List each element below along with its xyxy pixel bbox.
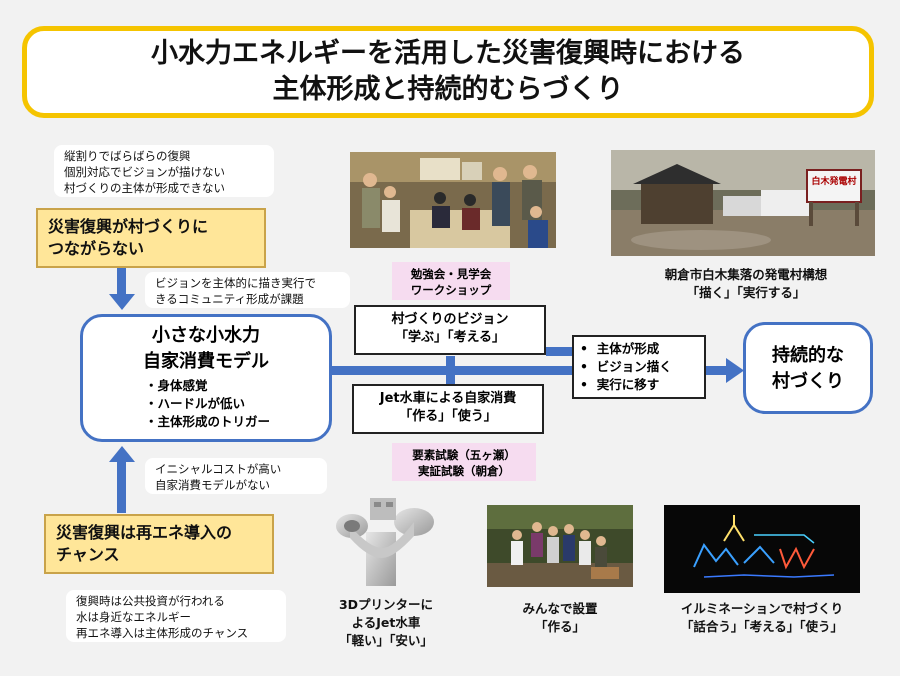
problem-note-line: 縦割りでばらばらの復興 [64, 149, 191, 163]
install-caption-line: 「作る」 [534, 619, 585, 634]
small-hydro-model-box: 小さな小水力 自家消費モデル ・身体感覚 ・ハードルが低い ・主体形成のトリガー [80, 314, 332, 442]
experiment-tag-line: 実証試験（朝倉） [418, 464, 510, 478]
workshop-photo-image [350, 152, 556, 248]
village-photo-image: 白木発電村 [611, 150, 875, 256]
jet-box-line: 「作る」「使う」 [399, 409, 497, 424]
workshop-tag-line: ワークショップ [410, 283, 492, 297]
installation-photo [487, 505, 633, 587]
vision-box-line: 「学ぶ」「考える」 [394, 330, 506, 345]
village-photo: 白木発電村 [611, 150, 875, 256]
install-caption-line: みんなで設置 [522, 601, 598, 616]
challenge-note-line: ビジョンを主体的に描き実行で [155, 276, 316, 290]
jet-turbine-3d-image [330, 492, 440, 588]
installation-photo-image [487, 505, 633, 587]
problem-note-line: 村づくりの主体が形成できない [64, 181, 225, 195]
illumination-caption-line: イルミネーションで村づくり [680, 601, 844, 616]
model-bullet: ・身体感覚 [145, 378, 208, 393]
chance-note: 復興時は公共投資が行われる 水は身近なエネルギー 再エネ導入は主体形成のチャンス [66, 590, 286, 642]
chance-note-line: 再エネ導入は主体形成のチャンス [76, 626, 249, 640]
goal-line: 持続的な [772, 345, 844, 366]
chance-note-line: 復興時は公共投資が行われる [76, 594, 225, 608]
illumination-photo-image [664, 505, 860, 593]
experiment-tag-line: 要素試験（五ヶ瀬） [412, 448, 516, 462]
illumination-photo [664, 505, 860, 593]
cost-note-line: イニシャルコストが高い [155, 462, 282, 476]
down-arrow-head [109, 294, 135, 310]
illumination-caption: イルミネーションで村づくり 「話合う」「考える」「使う」 [646, 600, 878, 636]
printer-caption-line: 3Dプリンターに [338, 597, 434, 612]
outcome-text: 主体が形成 [596, 341, 660, 356]
title-line-1: 小水力エネルギーを活用した災害復興時における [151, 38, 745, 69]
jet-turbine-shape [336, 498, 434, 586]
workshop-photo [350, 152, 556, 248]
workshop-tag-line: 勉強会・見学会 [410, 267, 492, 281]
village-caption: 朝倉市白木集落の発電村構想 「描く」「実行する」 [622, 266, 870, 302]
workshop-tag: 勉強会・見学会 ワークショップ [392, 262, 510, 300]
down-arrow-shaft [117, 268, 126, 296]
outcome-item: • 実行に移す [580, 377, 660, 392]
printer-caption: 3Dプリンターに よるJet水車 「軽い」「安い」 [316, 596, 456, 650]
challenge-note: ビジョンを主体的に描き実行で きるコミュニティ形成が課題 [145, 272, 350, 308]
problem-note-line: 個別対応でビジョンが描けない [64, 165, 225, 179]
outcome-text: ビジョン描く [596, 359, 672, 374]
install-caption: みんなで設置 「作る」 [482, 600, 638, 636]
chance-box: 災害復興は再エネ導入の チャンス [44, 514, 274, 574]
chance-box-line: チャンス [56, 545, 120, 564]
goal-arrow-head [726, 358, 744, 383]
model-title-1: 小さな小水力 [152, 325, 260, 346]
printer-caption-line: よるJet水車 [351, 615, 421, 630]
village-caption-line: 「描く」「実行する」 [686, 285, 806, 300]
model-bullet: ・ハードルが低い [145, 396, 246, 411]
up-arrow-shaft [117, 461, 126, 513]
problem-box-line: つながらない [48, 239, 145, 258]
title-box: 小水力エネルギーを活用した災害復興時における 主体形成と持続的むらづくり [22, 26, 874, 118]
village-caption-line: 朝倉市白木集落の発電村構想 [664, 267, 828, 282]
outcome-item: • ビジョン描く [580, 359, 672, 374]
up-arrow-head [109, 446, 135, 462]
flow-line-branch [546, 347, 572, 356]
vision-box-line: 村づくりのビジョン [391, 312, 509, 327]
cost-note: イニシャルコストが高い 自家消費モデルがない [145, 458, 327, 494]
model-title-2: 自家消費モデル [143, 351, 269, 372]
problem-box-line: 災害復興が村づくりに [48, 217, 209, 236]
title-line-2: 主体形成と持続的むらづくり [272, 74, 624, 105]
illumination-caption-line: 「話合う」「考える」「使う」 [680, 619, 844, 634]
outcome-item: • 主体が形成 [580, 341, 660, 356]
outcomes-box: • 主体が形成 • ビジョン描く • 実行に移す [572, 335, 706, 399]
cost-note-line: 自家消費モデルがない [155, 478, 270, 492]
chance-note-line: 水は身近なエネルギー [76, 610, 191, 624]
challenge-note-line: きるコミュニティ形成が課題 [155, 292, 304, 306]
flow-line-vertical [446, 356, 455, 386]
problem-box: 災害復興が村づくりに つながらない [36, 208, 266, 268]
flow-line-goal [706, 366, 728, 375]
goal-line: 村づくり [772, 371, 844, 392]
jet-turbine-box: Jet水車による自家消費 「作る」「使う」 [352, 384, 544, 434]
printer-caption-line: 「軽い」「安い」 [339, 633, 433, 648]
model-bullet: ・主体形成のトリガー [145, 414, 271, 429]
problem-note: 縦割りでばらばらの復興 個別対応でビジョンが描けない 村づくりの主体が形成できな… [54, 145, 274, 197]
vision-box: 村づくりのビジョン 「学ぶ」「考える」 [354, 305, 546, 355]
sustainable-village-goal-box: 持続的な 村づくり [743, 322, 873, 414]
experiment-tag: 要素試験（五ヶ瀬） 実証試験（朝倉） [392, 443, 536, 481]
outcome-text: 実行に移す [596, 377, 660, 392]
jet-box-line: Jet水車による自家消費 [379, 391, 517, 406]
village-sign-text: 白木発電村 [811, 175, 856, 187]
chance-box-line: 災害復興は再エネ導入の [56, 523, 233, 542]
